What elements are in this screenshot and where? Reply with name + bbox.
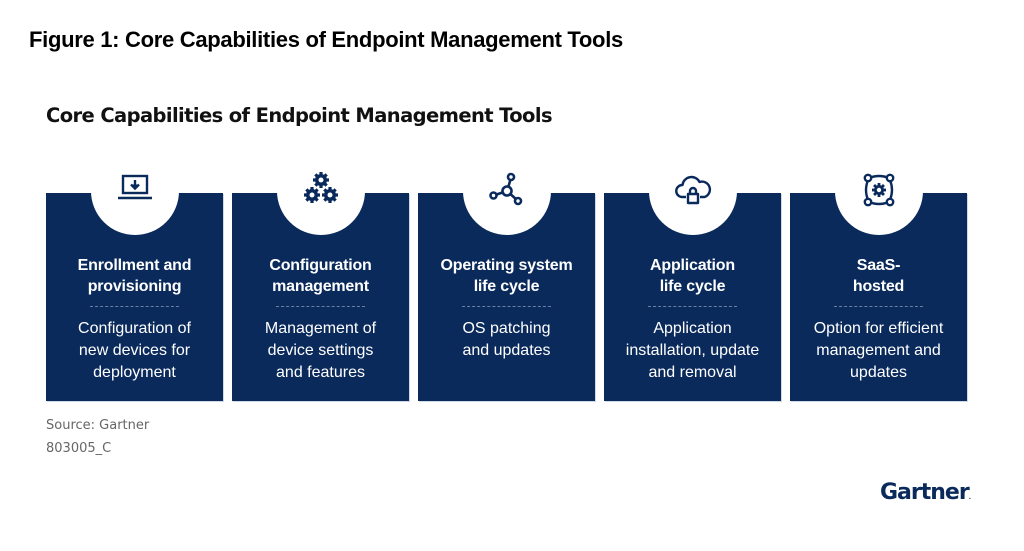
laptop-download-icon xyxy=(115,170,155,210)
card-heading: Application life cycle xyxy=(650,257,735,295)
card-description: Management of device settings and featur… xyxy=(264,320,377,381)
dashed-divider xyxy=(462,306,551,307)
card-heading: Operating system life cycle xyxy=(440,257,573,295)
card-saas-hosted: SaaS- hosted Option for efficient manage… xyxy=(790,147,967,401)
logo-mark: . xyxy=(968,494,971,501)
dashed-divider xyxy=(90,306,179,307)
cloud-gear-nodes-icon xyxy=(859,170,899,210)
diagram-title: Core Capabilities of Endpoint Management… xyxy=(46,104,553,127)
card-heading: SaaS- hosted xyxy=(852,257,905,295)
card-heading: Configuration management xyxy=(269,257,372,295)
logo-text: Gartner xyxy=(880,480,970,505)
card-description: Application installation, update and rem… xyxy=(625,320,760,381)
icon-bubble xyxy=(90,147,179,235)
source-note: Source: Gartner xyxy=(46,418,150,433)
card-os-life-cycle: Operating system life cycle OS patching … xyxy=(418,147,595,401)
card-description: OS patching and updates xyxy=(462,320,551,359)
card-configuration-management: Configuration management Management of d… xyxy=(232,147,409,401)
network-hub-icon xyxy=(487,170,527,210)
icon-bubble xyxy=(276,147,365,235)
dashed-divider xyxy=(834,306,923,307)
figure-caption: Figure 1: Core Capabilities of Endpoint … xyxy=(29,27,623,52)
icon-bubble xyxy=(648,147,737,235)
figure-code: 803005_C xyxy=(46,441,112,456)
gears-icon xyxy=(301,170,341,210)
cloud-lock-icon xyxy=(673,170,713,210)
dashed-divider xyxy=(276,306,365,307)
dashed-divider xyxy=(648,306,737,307)
gartner-logo: Gartner. xyxy=(880,480,971,505)
card-application-life-cycle: Application life cycle Application insta… xyxy=(604,147,781,401)
card-heading: Enrollment and provisioning xyxy=(77,257,192,295)
card-description: Configuration of new devices for deploym… xyxy=(78,320,191,381)
card-description: Option for efficient management and upda… xyxy=(813,320,944,381)
card-enrollment-provisioning: Enrollment and provisioning Configuratio… xyxy=(46,147,223,401)
